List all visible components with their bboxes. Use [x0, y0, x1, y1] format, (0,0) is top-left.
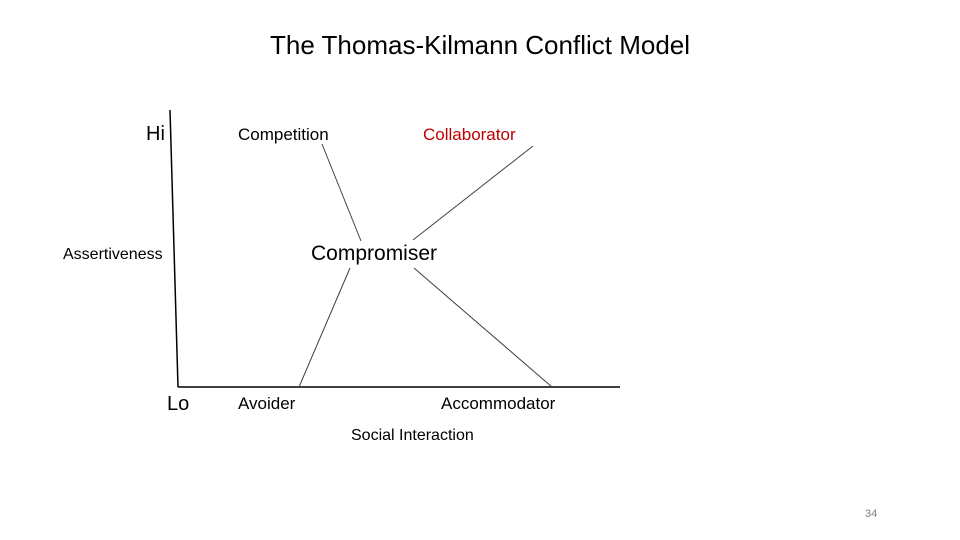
y-axis-line [169, 109, 179, 388]
mode-accommodator: Accommodator [441, 394, 556, 413]
mode-compromiser: Compromiser [311, 242, 438, 265]
assertiveness-high-label: Hi [146, 123, 165, 145]
mode-collaborator: Collaborator [423, 125, 516, 144]
y-axis-label: Assertiveness [63, 246, 163, 263]
connector-accommodator [413, 267, 553, 388]
page-number: 34 [865, 508, 878, 520]
connector-competition [321, 143, 362, 242]
connector-collaborator [412, 145, 534, 241]
slide-title: The Thomas-Kilmann Conflict Model [269, 30, 691, 60]
mode-competition: Competition [238, 125, 329, 144]
mode-avoider: Avoider [238, 394, 296, 413]
connector-avoider [298, 267, 351, 388]
assertiveness-low-label: Lo [167, 393, 190, 415]
x-axis-label: Social Interaction [351, 427, 474, 444]
